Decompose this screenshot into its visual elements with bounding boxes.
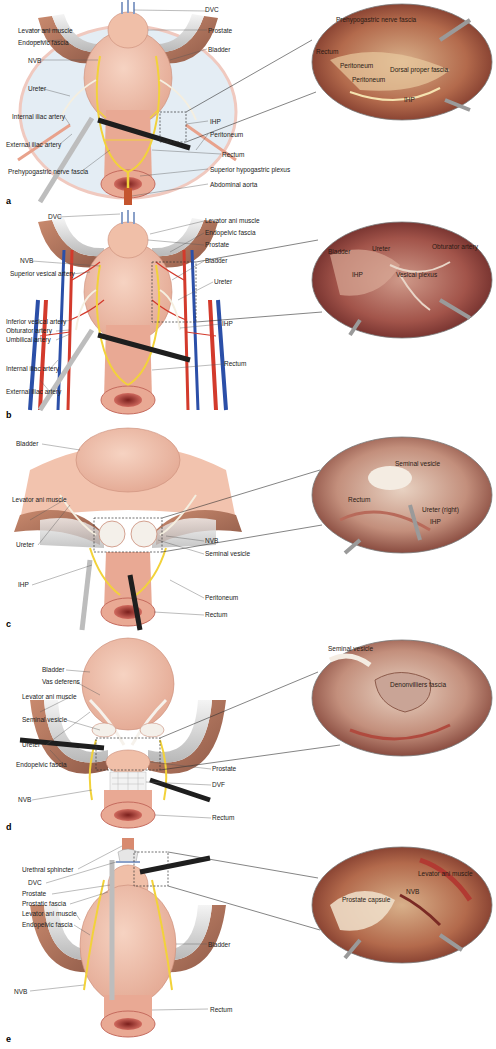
anatomy-label: Prostatic fascia xyxy=(22,900,66,907)
anatomy-label: Prostate xyxy=(208,27,232,34)
anatomy-label: Prostate xyxy=(212,765,236,772)
anatomy-label: NVB xyxy=(14,988,27,995)
anatomy-label: Peritoneum xyxy=(210,131,243,138)
anatomy-label: Ureter xyxy=(22,741,40,748)
photo-label: Rectum xyxy=(348,496,370,503)
photo-label: IHP xyxy=(404,96,415,103)
panel-letter: d xyxy=(6,822,12,832)
anatomy-label: External iliac artery xyxy=(6,141,61,148)
anatomy-label: Urethral sphincter xyxy=(22,866,73,873)
anatomy-label: Ureter xyxy=(16,541,34,548)
anatomy-label: Endopelvic fascia xyxy=(18,39,69,46)
anatomy-label: Bladder xyxy=(208,46,230,53)
photo-label: Bladder xyxy=(328,248,350,255)
anatomy-label: Abdominal aorta xyxy=(210,181,257,188)
anatomy-label: Prostate xyxy=(22,890,46,897)
anatomy-label: Levator ani muscle xyxy=(22,910,77,917)
photo-label: Peritoneum xyxy=(340,62,373,69)
anatomy-label: External iliac artery xyxy=(6,388,61,395)
anatomy-label: Ureter xyxy=(214,278,232,285)
anatomy-label: Rectum xyxy=(210,1006,232,1013)
anatomy-label: Obturator artery xyxy=(6,327,52,334)
photo-label: Ureter xyxy=(372,245,390,252)
anatomy-label: Ureter xyxy=(28,85,46,92)
anatomy-label: Bladder xyxy=(205,257,227,264)
photo-label: Levator ani muscle xyxy=(418,870,473,877)
panel-letter: c xyxy=(6,619,11,629)
anatomy-label: IHP xyxy=(18,581,29,588)
anatomy-label: Prehypogastric nerve fascia xyxy=(8,168,88,175)
anatomy-label: Seminal vesicle xyxy=(22,716,67,723)
photo-label: Dorsal proper fascia xyxy=(390,66,448,73)
photo-label: Seminal vesicle xyxy=(395,460,440,467)
anatomy-label: DVC xyxy=(48,213,62,220)
anatomy-label: NVB xyxy=(20,257,33,264)
anatomy-label: Endopelvic fascia xyxy=(22,921,73,928)
anatomy-label: IHP xyxy=(210,118,221,125)
anatomy-label: Vas deferens xyxy=(42,678,80,685)
photo-label: Denonvilliers fascia xyxy=(390,681,446,688)
anatomy-label: DVC xyxy=(205,6,219,13)
anatomy-label: Internal iliac artery xyxy=(6,365,59,372)
anatomy-label: Superior hypogastric plexus xyxy=(210,166,290,173)
anatomy-label: Prostate xyxy=(205,241,229,248)
anatomy-label: Levator ani muscle xyxy=(18,27,73,34)
anatomy-label: Bladder xyxy=(208,941,230,948)
photo-label: Prehypogastric nerve fascia xyxy=(336,16,416,23)
anatomy-label: Endopelvic fascia xyxy=(205,229,256,236)
anatomy-label: NVB xyxy=(18,796,31,803)
anatomy-label: Peritoneum xyxy=(205,594,238,601)
anatomy-label: IHP xyxy=(222,320,233,327)
photo-label: Seminal vesicle xyxy=(328,645,373,652)
anatomy-label: Umbilical artery xyxy=(6,336,51,343)
anatomy-label: Bladder xyxy=(16,440,38,447)
anatomy-label: Rectum xyxy=(212,814,234,821)
photo-label: Ureter (right) xyxy=(422,506,459,513)
anatomy-label: Inferior vesical artery xyxy=(6,318,66,325)
anatomy-label: Superior vesical artery xyxy=(10,270,75,277)
photo-label: Obturator artery xyxy=(432,243,478,250)
panel-letter: e xyxy=(6,1034,11,1044)
anatomy-label: Levator ani muscle xyxy=(12,496,67,503)
anatomy-label: Rectum xyxy=(222,151,244,158)
photo-label: Rectum xyxy=(316,48,338,55)
anatomy-label: Bladder xyxy=(42,666,64,673)
panel-letter: b xyxy=(6,410,12,420)
anatomy-label: Rectum xyxy=(224,360,246,367)
photo-label: Vesical plexus xyxy=(396,271,437,278)
photo-label: Peritoneum xyxy=(352,76,385,83)
photo-label: Prostate capsule xyxy=(342,896,390,903)
anatomy-label: DVC xyxy=(28,879,42,886)
anatomy-label: NVB xyxy=(28,57,41,64)
panel-letter: a xyxy=(6,196,11,206)
anatomy-label: Endopelvic fascia xyxy=(16,761,67,768)
anatomy-label: Rectum xyxy=(205,611,227,618)
photo-label: IHP xyxy=(352,271,363,278)
anatomy-label: Seminal vesicle xyxy=(205,550,250,557)
anatomy-label: Levator ani muscle xyxy=(205,217,260,224)
anatomy-label: NVB xyxy=(205,537,218,544)
anatomy-label: Levator ani muscle xyxy=(22,693,77,700)
photo-label: NVB xyxy=(406,888,419,895)
anatomy-label: DVF xyxy=(212,781,225,788)
photo-label: IHP xyxy=(430,518,441,525)
anatomy-label: Internal iliac artery xyxy=(12,113,65,120)
